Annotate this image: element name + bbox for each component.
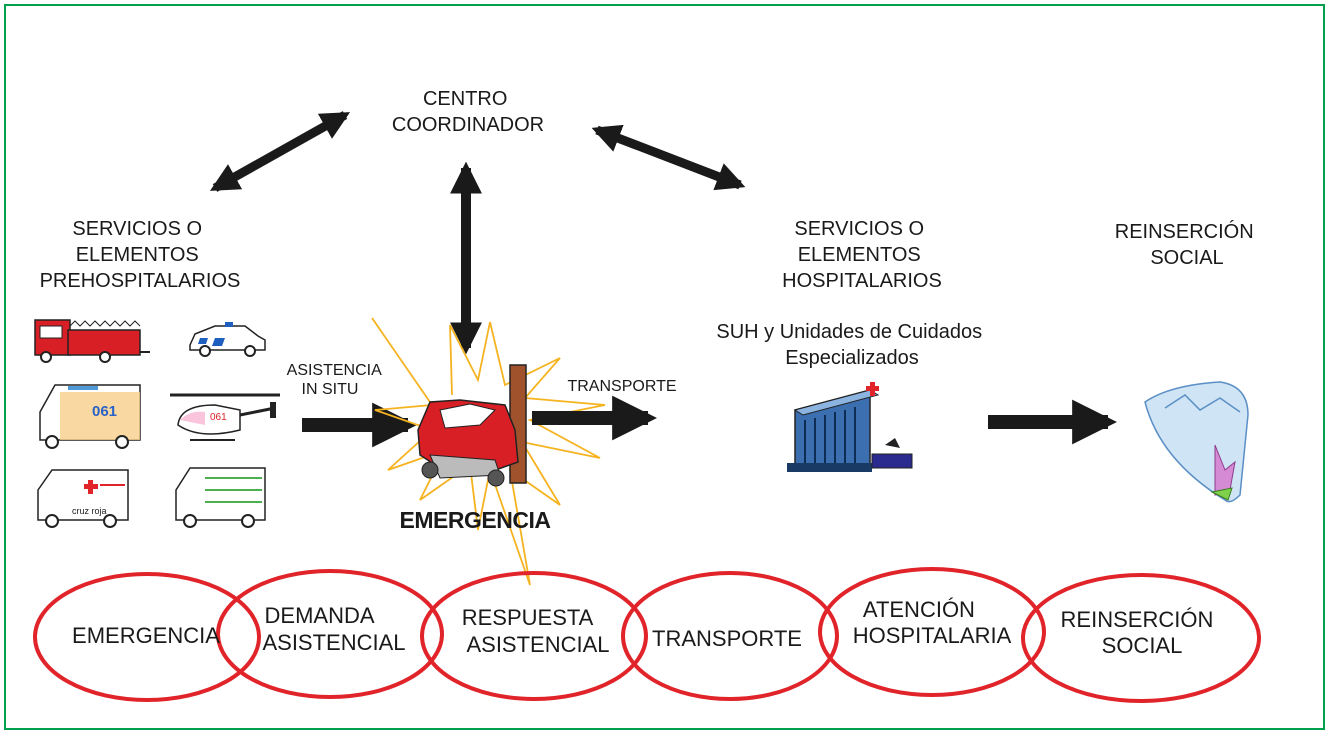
chain-label-transporte: TRANSPORTE — [652, 626, 802, 651]
suh-label: SUH y Unidades de Cuidados Especializado… — [716, 321, 987, 369]
chain-label-demanda: DEMANDA ASISTENCIAL — [262, 603, 405, 655]
svg-text:061: 061 — [92, 403, 117, 420]
arrow-centro-prehospitalarios — [209, 111, 351, 192]
prehospitalarios-label: SERVICIOS O ELEMENTOS PREHOSPITALARIOS — [40, 218, 241, 292]
chain-label-emergencia: EMERGENCIA — [72, 623, 220, 648]
police-car-icon — [189, 322, 266, 357]
chain-label-atencion: ATENCIÓN HOSPITALARIA — [853, 597, 1012, 648]
ambulance-cruz-roja-icon: cruz roja — [37, 469, 129, 528]
centro-coordinador-label: CENTRO COORDINADOR — [392, 88, 544, 136]
hospital-icon — [787, 382, 913, 472]
emergency-burst-icon — [371, 317, 606, 586]
chain-oval-atencion — [818, 567, 1046, 697]
chain-label-reinsercion: REINSERCIÓN SOCIAL — [1061, 607, 1220, 658]
chain-label-respuesta: RESPUESTA ASISTENCIAL — [462, 605, 610, 657]
chain-oval-demanda — [216, 569, 444, 699]
fire-truck-icon — [34, 319, 150, 363]
chain-ovals — [33, 567, 1261, 703]
transporte-label: TRANSPORTE — [567, 378, 676, 395]
svg-text:cruz roja: cruz roja — [72, 506, 107, 516]
ambulance-061-icon: 061 — [39, 384, 141, 449]
hospitalarios-label: SERVICIOS O ELEMENTOS HOSPITALARIOS — [782, 218, 942, 292]
chain-oval-transporte — [621, 571, 839, 701]
diagram-frame — [4, 4, 1325, 730]
chain-oval-respuesta — [420, 571, 648, 701]
chain-oval-emergencia — [33, 572, 261, 702]
crashed-car-icon — [417, 364, 527, 487]
arrow-centro-hospitalarios — [591, 124, 746, 191]
chain-oval-reinsercion — [1021, 573, 1261, 703]
reinsercion-label: REINSERCIÓN SOCIAL — [1115, 220, 1259, 269]
svg-text:061: 061 — [210, 412, 227, 423]
ambulance-green-icon — [175, 467, 266, 528]
reinsercion-social-icon — [1144, 381, 1249, 503]
emergencia-label: EMERGENCIA — [400, 507, 551, 533]
asistencia-in-situ-label: ASISTENCIA IN SITU — [287, 362, 386, 398]
helicopter-icon: 061 — [170, 393, 280, 441]
